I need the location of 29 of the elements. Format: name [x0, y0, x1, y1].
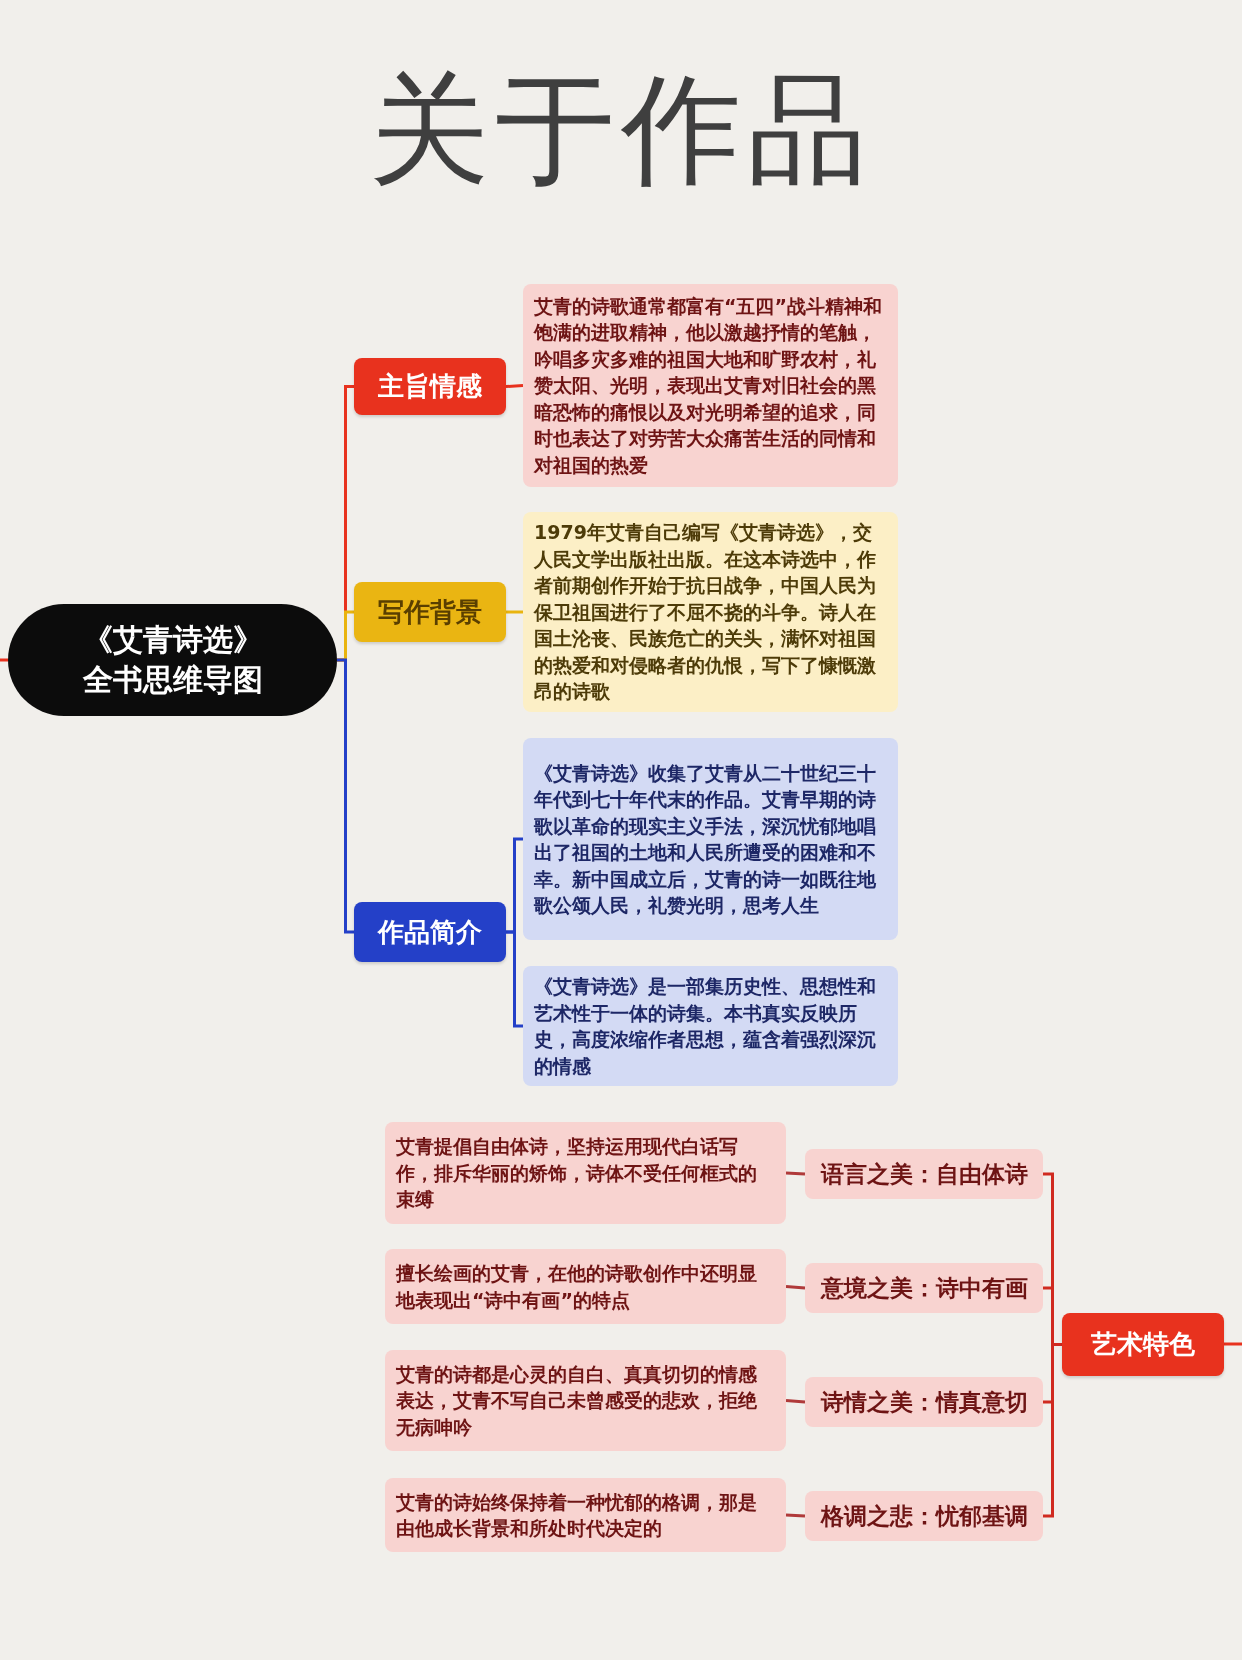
connector-line [785, 1171, 806, 1176]
text-box: 艾青提倡自由体诗，坚持运用现代白话写作，排斥华丽的矫饰，诗体不受任何框式的束缚 [385, 1122, 786, 1224]
connector-line [785, 1399, 806, 1404]
connector-line [0, 658, 8, 662]
connector-line [506, 610, 523, 614]
branch-label: 艺术特色 [1062, 1313, 1224, 1376]
connector-line [785, 1285, 806, 1290]
text-box: 《艾青诗选》收集了艾青从二十世纪三十年代到七十年代末的作品。艾青早期的诗歌以革命的现实主义手法，深沉忧郁地唱出了祖国的土地和人民所遭受的困难和不幸。新中国成立后，艾青的诗一如既往地歌公颂人民，礼赞光明，思考人生 [523, 738, 898, 940]
branch-label: 作品简介 [354, 902, 506, 962]
sub-branch-label: 意境之美：诗中有画 [805, 1263, 1043, 1313]
text-box: 艾青的诗歌通常都富有“五四”战斗精神和饱满的进取精神，他以激越抒情的笔触，吟唱多灾多难的祖国大地和旷野农村，礼赞太阳、光明，表现出艾青对旧社会的黑暗恐怖的痛恨以及对光明希望的追求，同时也表达了对劳苦大众痛苦生活的同情和对祖国的热爱 [523, 284, 898, 487]
text-box: 艾青的诗始终保持着一种忧郁的格调，那是由他成长背景和所处时代决定的 [385, 1478, 786, 1552]
sub-branch-label: 格调之悲：忧郁基调 [805, 1491, 1043, 1541]
connector-line [1043, 1343, 1062, 1518]
sub-branch-label: 诗情之美：情真意切 [805, 1377, 1043, 1427]
text-box: 艾青的诗都是心灵的自白、真真切切的情感表达，艾青不写自己未曾感受的悲欢，拒绝无病呻吟 [385, 1350, 786, 1451]
text-box: 1979年艾青自己编写《艾青诗选》，交人民文学出版社出版。在这本诗选中，作者前期创作开始于抗日战争，中国人民为保卫祖国进行了不屈不挠的斗争。诗人在国土沦丧、民族危亡的关头，满怀对祖国的热爱和对侵略者的仇恨，写下了慷慨激昂的诗歌 [523, 512, 898, 712]
title: 关于作品 [368, 59, 874, 201]
sub-branch-label: 语言之美：自由体诗 [805, 1149, 1043, 1199]
text-box: 擅长绘画的艾青，在他的诗歌创作中还明显地表现出“诗中有画”的特点 [385, 1249, 786, 1324]
connector-line [506, 930, 523, 1028]
text-box: 《艾青诗选》是一部集历史性、思想性和艺术性于一体的诗集。本书真实反映历史，高度浓缩作者思想，蕴含着强烈深沉的情感 [523, 966, 898, 1086]
connector-line [337, 658, 354, 934]
branch-label: 主旨情感 [354, 358, 506, 415]
connector-line [505, 384, 524, 388]
central-topic: 《艾青诗选》全书思维导图 [8, 604, 337, 716]
branch-label: 写作背景 [354, 582, 506, 642]
connector-line [785, 1513, 806, 1518]
connector-line [1224, 1342, 1242, 1346]
